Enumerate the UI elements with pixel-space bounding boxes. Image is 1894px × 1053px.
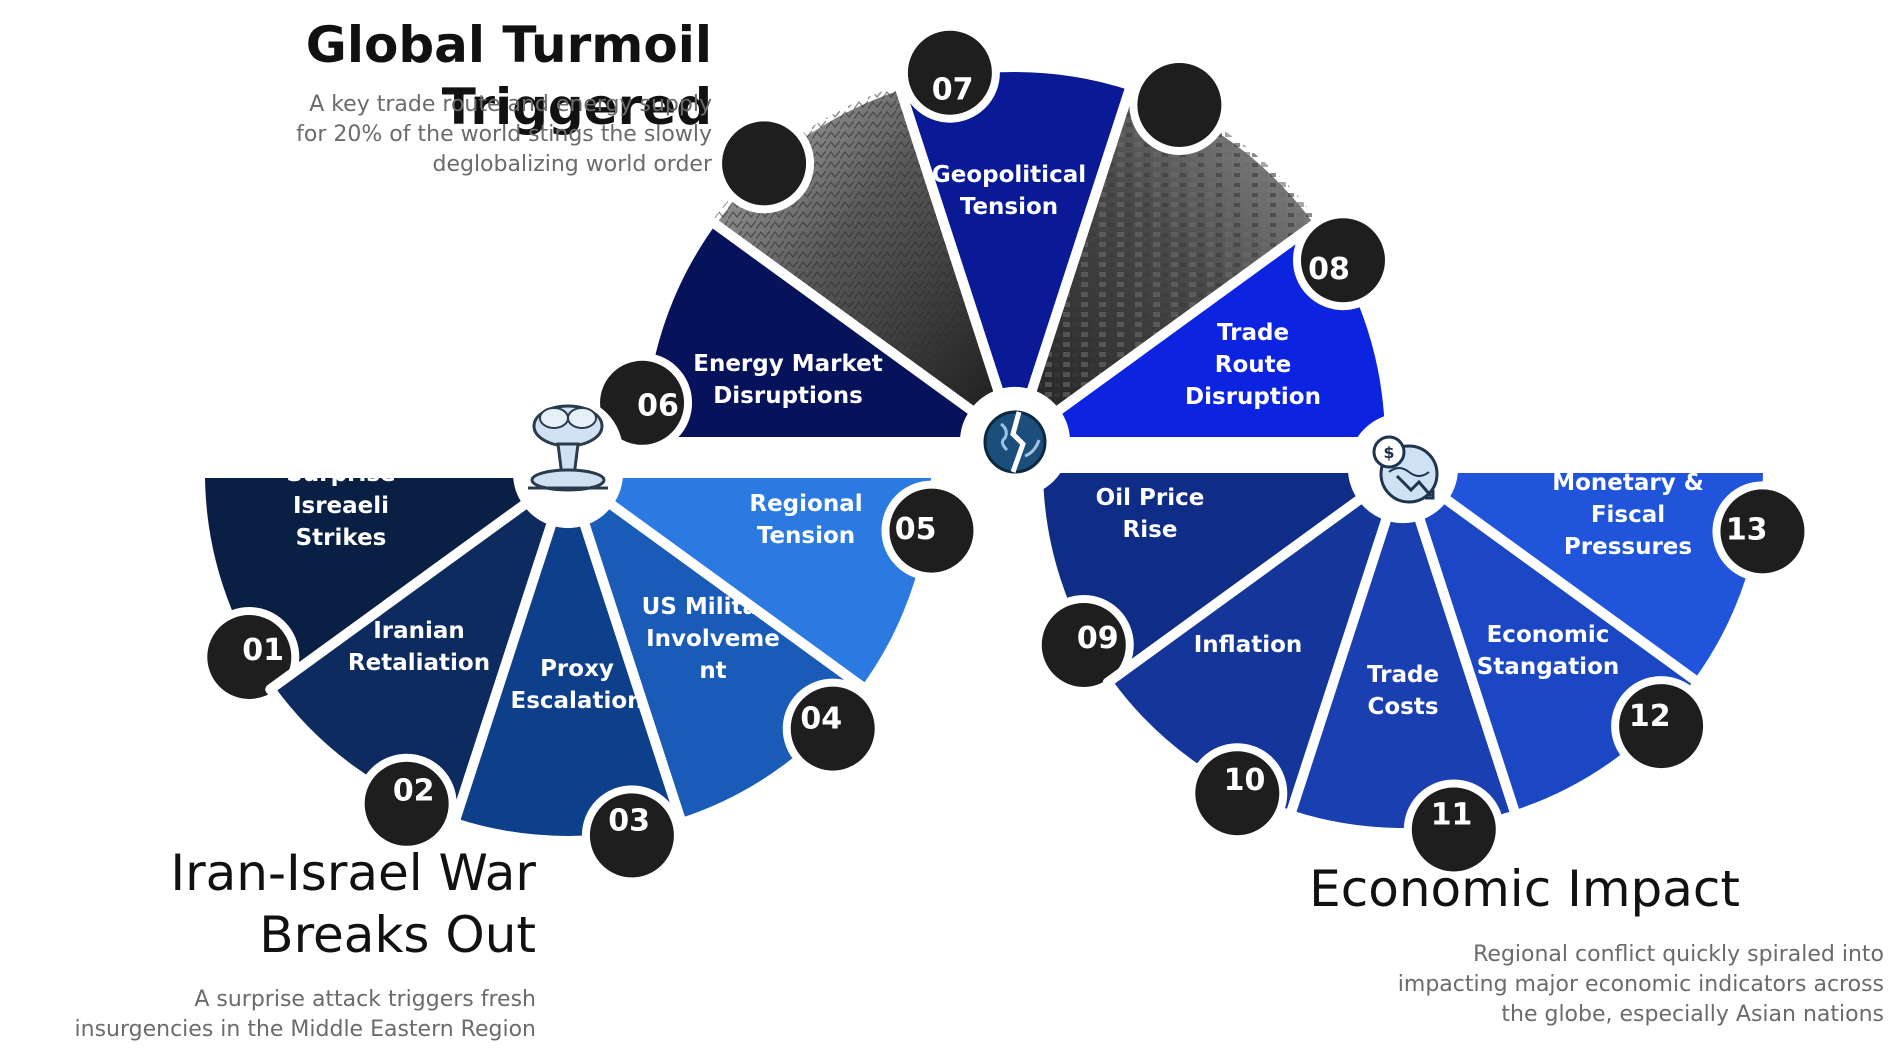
- segment-number: 10: [1224, 763, 1266, 798]
- segment-label: Escalation: [510, 688, 643, 714]
- war-title: Iran-Israel War Breaks Out: [100, 842, 536, 966]
- segment-number: 02: [393, 773, 435, 808]
- segment-number: 11: [1431, 798, 1473, 833]
- number-badge: [356, 753, 457, 854]
- segment-label: Trade: [1217, 320, 1289, 346]
- number-badge: [1712, 481, 1813, 582]
- number-badge: [1403, 779, 1504, 880]
- segment-label: Retaliation: [348, 650, 490, 676]
- economic-description-line: impacting major economic indicators acro…: [1397, 972, 1884, 997]
- economic-description: Regional conflict quickly spiraled into …: [1280, 940, 1884, 1030]
- number-badge: [1033, 594, 1134, 695]
- segment-number: 13: [1726, 513, 1768, 548]
- broken-globe-icon: [960, 387, 1070, 497]
- segment-label: Strikes: [296, 525, 387, 551]
- economic-title: Economic Impact: [1309, 860, 1740, 918]
- number-badge: [1611, 676, 1712, 777]
- segment-number: 07: [932, 72, 974, 107]
- blank-badge: [1129, 54, 1230, 155]
- war-title-line: Breaks Out: [259, 906, 536, 964]
- segment-label: Pressures: [1564, 534, 1692, 560]
- segment-number: 12: [1629, 699, 1671, 734]
- war-description: A surprise attack triggers fresh insurge…: [16, 985, 536, 1045]
- global-description: A key trade route and energy supply for …: [212, 90, 712, 180]
- blank-badge: [714, 113, 815, 214]
- global-description-line: deglobalizing world order: [432, 152, 712, 177]
- port-photo-texture: [1030, 85, 1319, 413]
- segment-label: Iranian: [373, 618, 465, 644]
- mushroom-cloud-icon: [513, 397, 623, 507]
- svg-text:$: $: [1383, 443, 1394, 462]
- segment-label: Trade: [1367, 662, 1439, 688]
- segment-number: 05: [895, 512, 937, 547]
- segment-label: Tension: [960, 194, 1058, 220]
- segment-number: 09: [1077, 621, 1119, 656]
- segment-label: Oil Price: [1096, 485, 1205, 511]
- segment-label: nt: [699, 658, 726, 684]
- number-badge: [1292, 210, 1393, 311]
- global-title: Global Turmoil Triggered: [305, 16, 712, 136]
- segment-number: 08: [1308, 252, 1350, 287]
- segment-label: Costs: [1367, 694, 1438, 720]
- number-badge: [1187, 743, 1288, 844]
- economic-description-line: the globe, especially Asian nations: [1501, 1002, 1884, 1027]
- segment-number: 03: [608, 804, 650, 839]
- segment-label: Route: [1215, 352, 1291, 378]
- segment-label: Fiscal: [1591, 502, 1665, 528]
- number-badge: [199, 607, 300, 707]
- segment-label: Inflation: [1194, 632, 1303, 658]
- number-badge: [881, 480, 982, 581]
- number-badge: [581, 785, 682, 886]
- segment-number: 01: [242, 633, 284, 668]
- global-description-line: for 20% of the world stings the slowly: [296, 122, 712, 147]
- segment-label: Disruptions: [713, 383, 863, 409]
- segment-label: Rise: [1123, 517, 1178, 543]
- segment-label: Surprise: [286, 461, 395, 487]
- segment-number: 04: [800, 702, 842, 737]
- global-description-line: A key trade route and energy supply: [309, 92, 712, 117]
- segment-label: Involveme: [646, 626, 780, 652]
- segment-label: Proxy: [540, 656, 614, 682]
- segment-label: Geopolitical: [932, 162, 1086, 188]
- segment-label: Monetary &: [1552, 470, 1704, 496]
- segment-label: Economic: [1487, 622, 1610, 648]
- segment-label: Stangation: [1477, 654, 1620, 680]
- war-description-line: A surprise attack triggers fresh: [194, 987, 536, 1012]
- war-title-line: Iran-Israel War: [170, 844, 536, 902]
- segment-label: Disruption: [1185, 384, 1321, 410]
- globe-dollar-decline-icon: $: [1348, 413, 1458, 523]
- economic-description-line: Regional conflict quickly spiraled into: [1473, 942, 1884, 967]
- segment-number: 06: [637, 388, 679, 423]
- war-description-line: insurgencies in the Middle Eastern Regio…: [74, 1017, 536, 1042]
- segment-label: Regional: [749, 491, 862, 517]
- segment-label: Energy Market: [693, 351, 883, 377]
- number-badge: [899, 22, 1000, 123]
- number-badge: [782, 678, 883, 779]
- segment-label: Isreaeli: [293, 493, 389, 519]
- segment-label: Tension: [757, 523, 855, 549]
- hubs-layer: $: [513, 387, 1458, 523]
